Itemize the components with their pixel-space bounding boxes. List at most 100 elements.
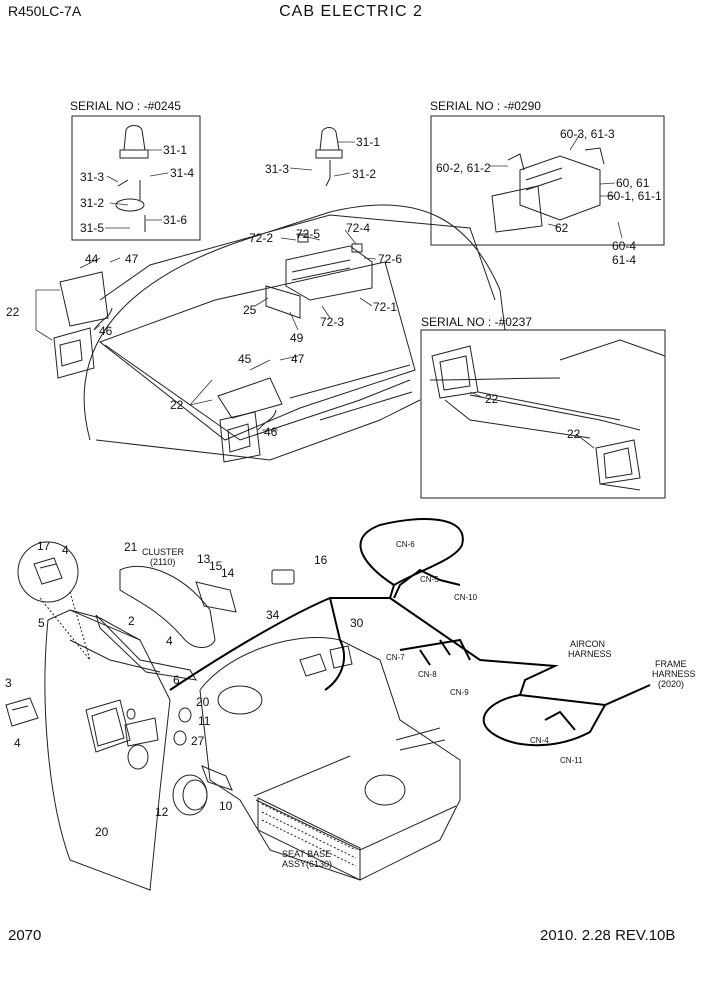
callout-16: 16 bbox=[314, 553, 328, 567]
cluster-art bbox=[120, 566, 294, 647]
callout-31-3-center: 31-3 bbox=[265, 162, 290, 176]
callout-72-5: 72-5 bbox=[296, 227, 321, 241]
connector-cn7: CN-7 bbox=[386, 653, 405, 662]
callout-6: 6 bbox=[173, 673, 180, 687]
cab-roof-rail bbox=[290, 365, 412, 420]
beacon-inset-box bbox=[72, 116, 200, 240]
callout-21: 21 bbox=[124, 540, 138, 554]
callout-4-bracket: 4 bbox=[166, 634, 173, 648]
seat-base-ref: ASSY(6130) bbox=[282, 859, 333, 869]
callout-22-inset-upper: 22 bbox=[485, 392, 499, 406]
callout-31-3-left: 31-3 bbox=[80, 170, 105, 184]
beacon-left-art bbox=[116, 126, 148, 233]
callout-11: 11 bbox=[198, 714, 211, 728]
callout-72-2: 72-2 bbox=[249, 231, 274, 245]
callout-15: 15 bbox=[209, 559, 223, 573]
callout-17: 17 bbox=[37, 539, 51, 553]
cab-roof-outline bbox=[84, 205, 505, 460]
callout-47-upper: 47 bbox=[125, 252, 139, 266]
gauge-and-socket-art bbox=[173, 708, 232, 815]
connector-cn10: CN-10 bbox=[454, 593, 478, 602]
frame-ref: (2020) bbox=[658, 679, 685, 689]
callout-31-2-center: 31-2 bbox=[352, 167, 377, 181]
callout-60-1-61-1: 60-1, 61-1 bbox=[607, 189, 662, 203]
work-lamp-right-art bbox=[218, 378, 282, 462]
aircon-caption: AIRCON bbox=[570, 639, 606, 649]
callout-27: 27 bbox=[191, 734, 205, 748]
serial-lamp: SERIAL NO : -#0237 bbox=[421, 315, 532, 329]
callout-60-3-61-3: 60-3, 61-3 bbox=[560, 127, 615, 141]
callout-46-lower: 46 bbox=[264, 425, 278, 439]
beacon-center-art bbox=[316, 128, 342, 187]
callout-22-center: 22 bbox=[170, 398, 184, 412]
connector-cn5: CN-5 bbox=[420, 575, 439, 584]
work-lamp-left-art bbox=[54, 272, 112, 378]
callout-5: 5 bbox=[38, 616, 45, 630]
revision-date: 2010. 2.28 REV.10B bbox=[540, 927, 676, 944]
callout-45: 45 bbox=[238, 352, 252, 366]
callout-10: 10 bbox=[219, 799, 233, 813]
seat-base-caption: SEAT BASE bbox=[282, 849, 332, 859]
cluster-ref: (2110) bbox=[150, 557, 176, 567]
radio-right-art bbox=[492, 148, 604, 232]
callout-14: 14 bbox=[221, 566, 235, 580]
cluster-caption: CLUSTER bbox=[142, 547, 185, 557]
callout-3: 3 bbox=[5, 676, 12, 690]
callout-13: 13 bbox=[197, 552, 211, 566]
callout-61-4: 61-4 bbox=[612, 253, 637, 267]
callout-72-1: 72-1 bbox=[373, 300, 398, 314]
callout-25: 25 bbox=[243, 303, 257, 317]
callout-22-inset-lower: 22 bbox=[567, 427, 581, 441]
page-number: 2070 bbox=[8, 927, 42, 944]
wire-harness-art bbox=[170, 519, 650, 745]
callout-47-lower: 47 bbox=[291, 352, 305, 366]
cab-roof-window bbox=[100, 262, 415, 440]
callout-20-upper: 20 bbox=[196, 695, 210, 709]
radio-center-art bbox=[266, 234, 372, 318]
callout-2: 2 bbox=[128, 614, 135, 628]
connector-cn4: CN-4 bbox=[530, 736, 549, 745]
callout-12: 12 bbox=[155, 805, 169, 819]
callout-62: 62 bbox=[555, 221, 569, 235]
radio-inset-box bbox=[431, 116, 664, 245]
lamp-inset-art bbox=[430, 340, 665, 490]
aircon-caption-2: HARNESS bbox=[568, 649, 612, 659]
callout-22-left: 22 bbox=[6, 305, 20, 319]
page-title: CAB ELECTRIC 2 bbox=[279, 3, 423, 20]
callout-72-3: 72-3 bbox=[320, 315, 345, 329]
rocker-switch-inset-art bbox=[18, 542, 90, 660]
frame-caption: FRAME bbox=[655, 659, 687, 669]
serial-radio: SERIAL NO : -#0290 bbox=[430, 99, 541, 113]
connector-cn11: CN-11 bbox=[560, 756, 583, 765]
callout-20-lower: 20 bbox=[95, 825, 109, 839]
callout-72-4: 72-4 bbox=[346, 221, 371, 235]
callout-60-2-61-2: 60-2, 61-2 bbox=[436, 161, 491, 175]
callout-44: 44 bbox=[85, 252, 99, 266]
callout-31-5: 31-5 bbox=[80, 221, 105, 235]
callout-60-4: 60-4 bbox=[612, 239, 637, 253]
switch-art bbox=[6, 698, 38, 726]
leader-lines bbox=[36, 134, 622, 448]
serial-beacon: SERIAL NO : -#0245 bbox=[70, 99, 181, 113]
callout-31-1-left: 31-1 bbox=[163, 143, 188, 157]
callout-31-6: 31-6 bbox=[163, 213, 188, 227]
frame-caption-2: HARNESS bbox=[652, 669, 696, 679]
callout-4-switch: 4 bbox=[14, 736, 21, 750]
lamp-inset-box bbox=[421, 330, 665, 498]
callout-4-inset: 4 bbox=[62, 543, 69, 557]
callout-31-2-left: 31-2 bbox=[80, 196, 105, 210]
seat-base-art bbox=[200, 637, 460, 880]
callout-60-61: 60, 61 bbox=[616, 176, 650, 190]
callout-31-4: 31-4 bbox=[170, 166, 195, 180]
model-number: R450LC-7A bbox=[8, 3, 82, 19]
callout-49: 49 bbox=[290, 331, 304, 345]
callout-30: 30 bbox=[350, 616, 364, 630]
connector-cn8: CN-8 bbox=[418, 670, 437, 679]
connector-cn9: CN-9 bbox=[450, 688, 469, 697]
callout-34: 34 bbox=[266, 608, 280, 622]
bracket-art bbox=[96, 615, 196, 680]
side-console-art bbox=[45, 610, 170, 890]
connector-cn6: CN-6 bbox=[396, 540, 415, 549]
callout-72-6: 72-6 bbox=[378, 252, 403, 266]
